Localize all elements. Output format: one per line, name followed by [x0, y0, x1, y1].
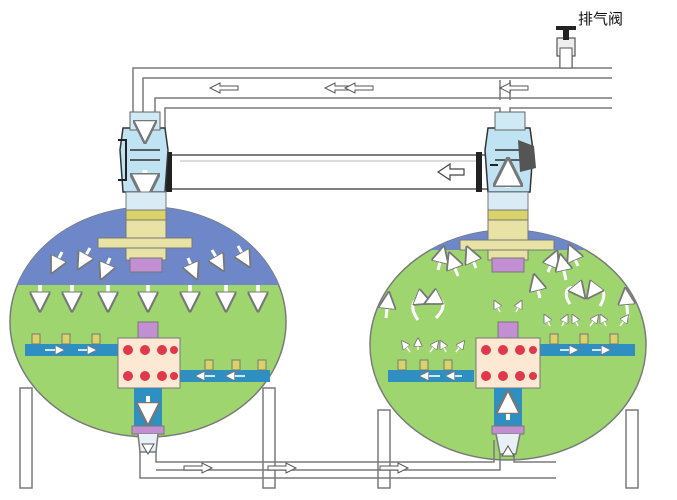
vent-valve[interactable] [556, 26, 576, 69]
cross-pipe [166, 152, 489, 192]
left-tank [9, 191, 287, 438]
valve-handle-icon [556, 26, 576, 30]
left-valve[interactable] [118, 111, 169, 192]
flow-arrow-icon [436, 162, 465, 182]
vent-valve-label: 排气阀 [578, 10, 624, 28]
flow-arrow-icon [498, 82, 529, 94]
flow-arrow-icon [183, 462, 214, 474]
flow-arrow-icon [379, 462, 410, 474]
bottom-flow-arrows [141, 443, 515, 474]
flow-arrow-icon [141, 443, 155, 455]
top-flow-arrows [208, 82, 529, 94]
right-tank [369, 191, 647, 461]
flow-arrow-icon [267, 462, 298, 474]
right-valve[interactable] [484, 111, 536, 193]
tank-legs [19, 387, 639, 489]
flow-arrow-icon [501, 445, 515, 457]
flow-arrow-icon [343, 82, 374, 94]
flow-arrow-icon [208, 82, 239, 94]
bottom-pipe-network [137, 433, 556, 479]
top-pipe-network [132, 50, 612, 128]
